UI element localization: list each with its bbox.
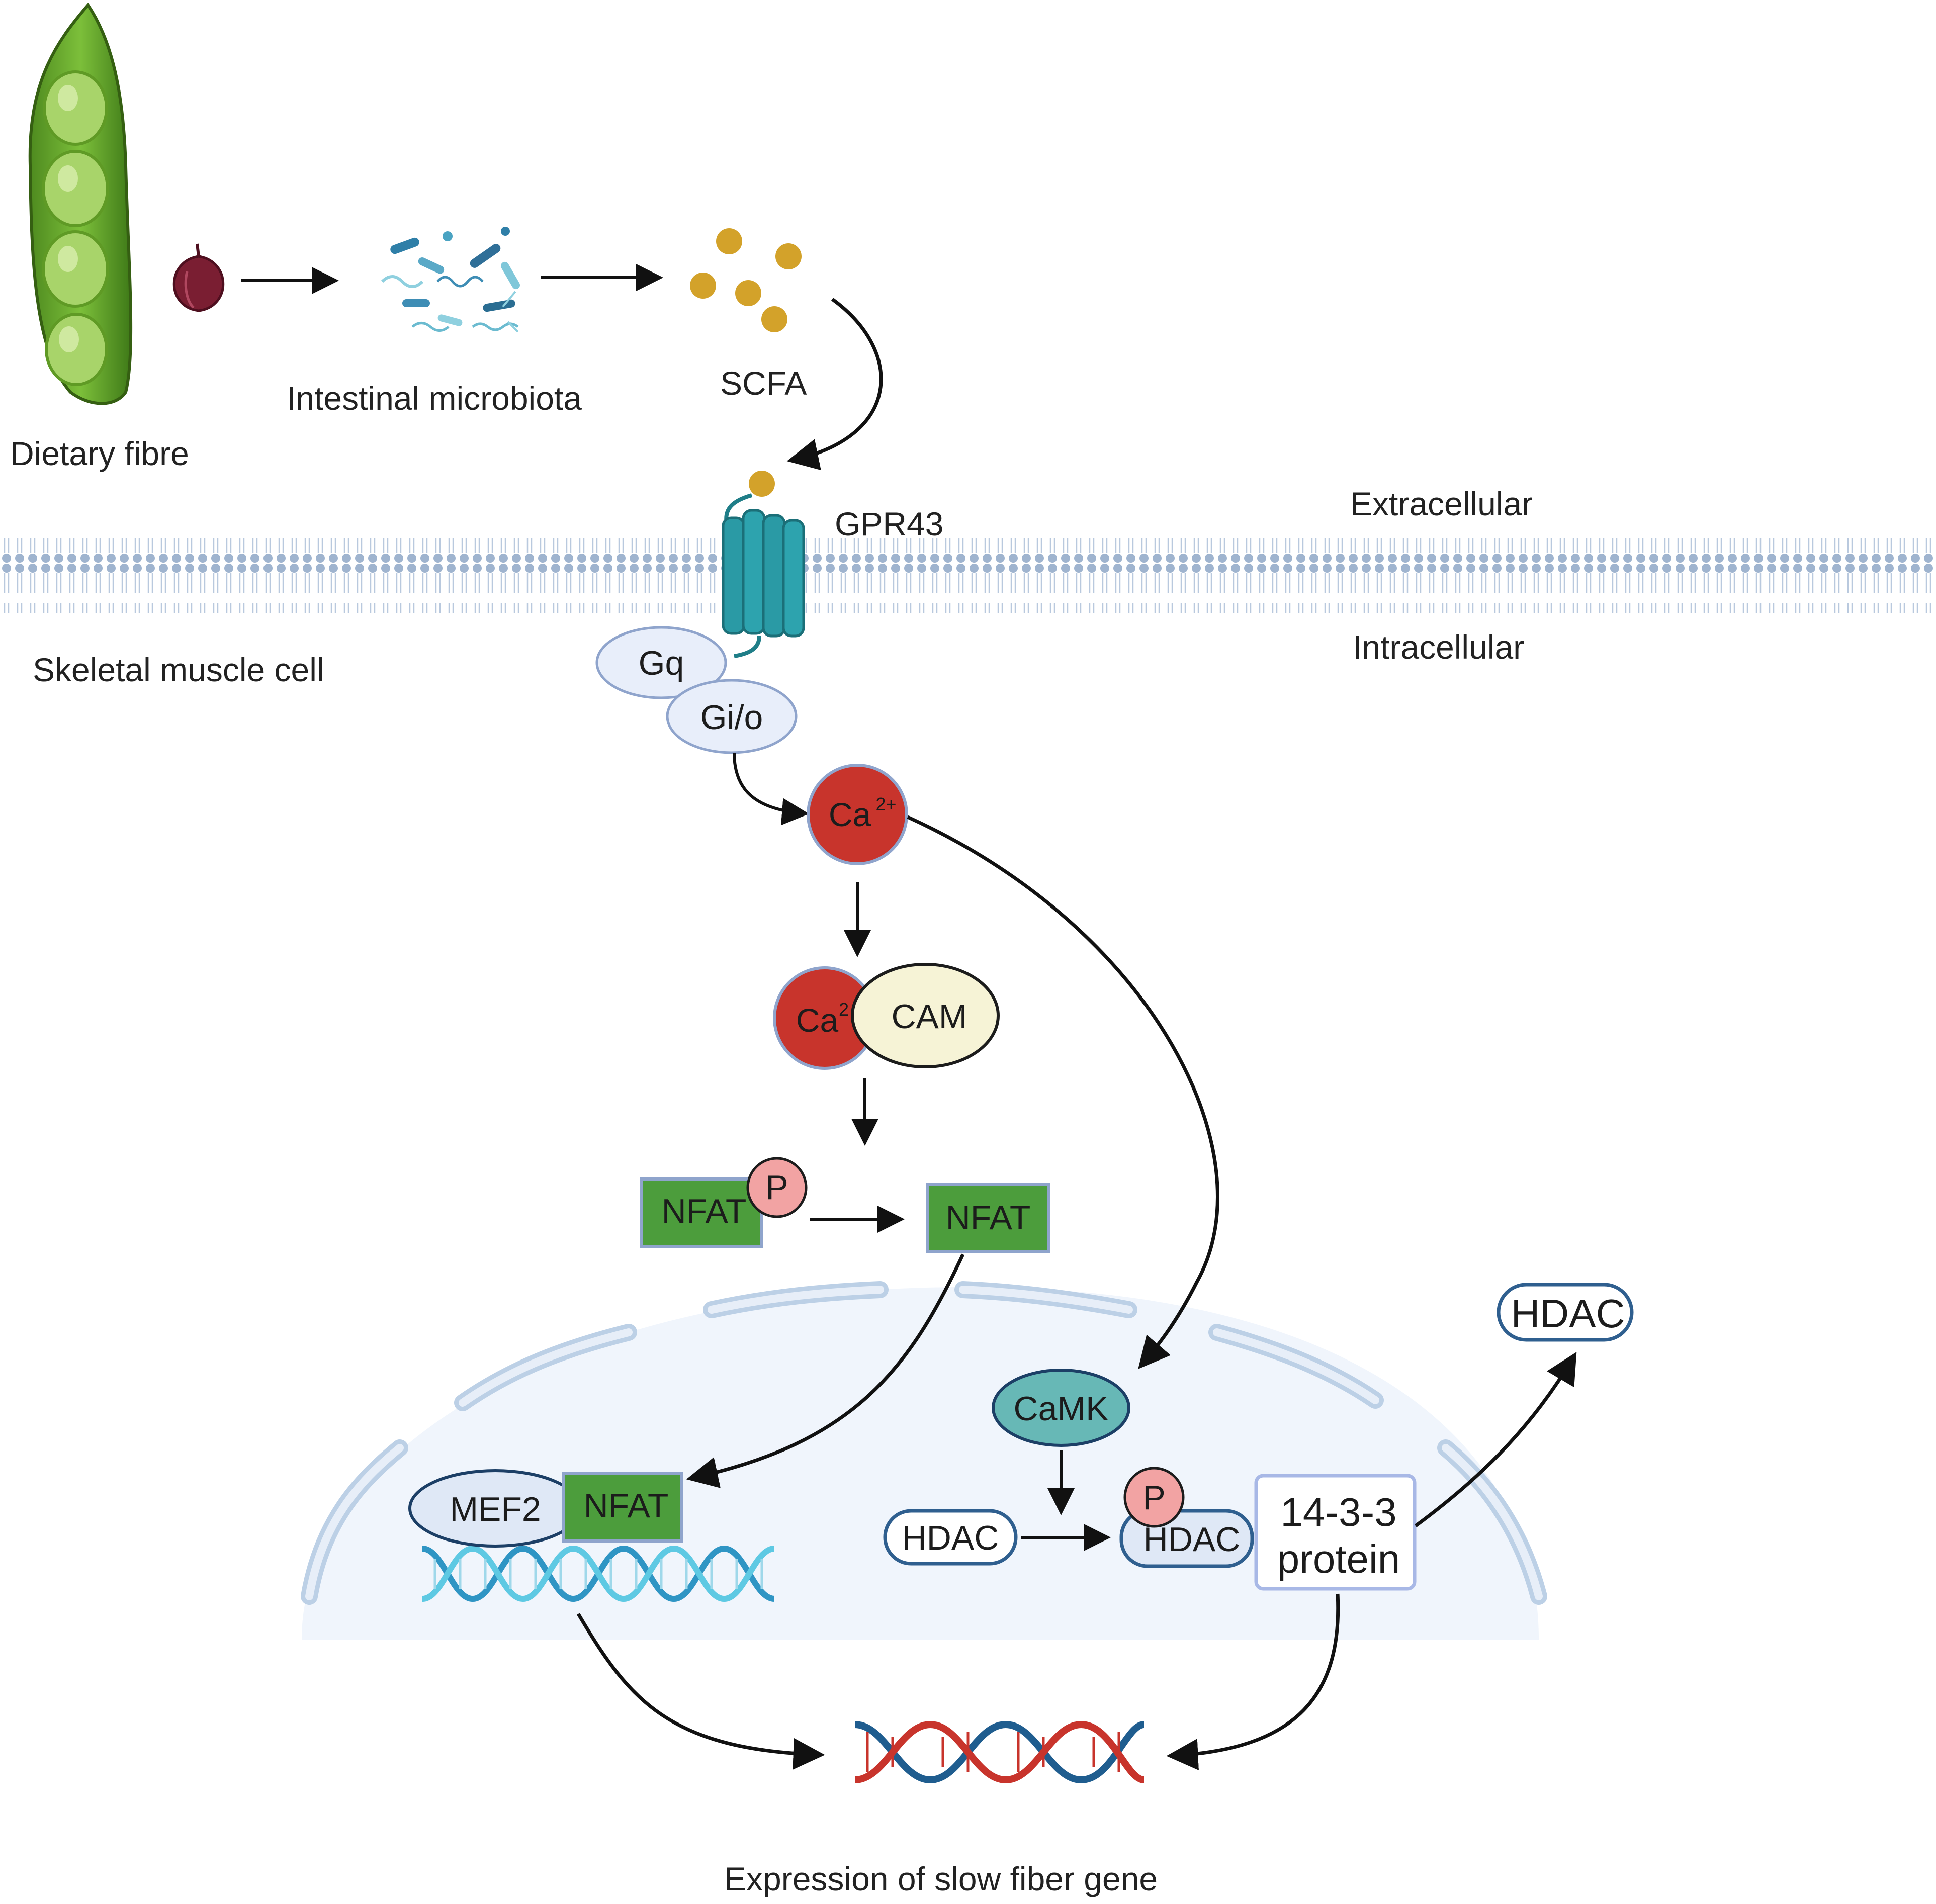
expression-label: Expression of slow fiber gene — [724, 1860, 1158, 1897]
pea-pod-icon — [28, 3, 133, 405]
nfat-nuclear-label: NFAT — [584, 1487, 669, 1525]
arrow-nfat-to-expression — [576, 1613, 825, 1770]
nfat-p-label: NFAT — [662, 1192, 747, 1230]
gpr43-receptor-icon — [722, 471, 805, 658]
ca-cam-complex: Ca 2 CAM — [773, 963, 1000, 1070]
nfat-nuclear: NFAT — [562, 1472, 683, 1543]
gq-protein: Gq — [595, 626, 727, 699]
nfat-phosphorylated: NFAT P — [640, 1157, 808, 1248]
calcium-ion: Ca 2+ — [807, 764, 908, 865]
arrow-hdac-export — [1414, 1351, 1577, 1527]
ca-cam-calcium-label: Ca — [796, 1002, 839, 1039]
protein-line1-label: 14-3-3 — [1280, 1490, 1396, 1534]
mef2-protein: MEF2 — [408, 1469, 582, 1548]
extracellular-label: Extracellular — [1350, 485, 1533, 522]
mef2-label: MEF2 — [450, 1490, 541, 1528]
hdac-out-label: HDAC — [1511, 1291, 1625, 1336]
hdac-phosphorylated: HDAC P — [1119, 1467, 1254, 1568]
gio-protein: Gi/o — [666, 679, 798, 754]
hdac-left-label: HDAC — [902, 1519, 999, 1557]
intestinal-microbiota-label: Intestinal microbiota — [287, 380, 582, 417]
hdac-phosphate-label: P — [1142, 1479, 1165, 1517]
gq-label: Gq — [639, 644, 684, 682]
gpr43-label: GPR43 — [835, 505, 943, 542]
gio-label: Gi/o — [700, 698, 763, 737]
calcium-label: Ca — [829, 796, 871, 833]
nfat-phosphate-label: P — [765, 1168, 788, 1207]
dna-helix-icon — [422, 1545, 775, 1602]
protein-14-3-3: 14-3-3 protein — [1254, 1474, 1417, 1591]
skeletal-muscle-cell-label: Skeletal muscle cell — [33, 651, 324, 688]
camk-label: CaMK — [1014, 1390, 1109, 1428]
arrow-calcium-to-camk — [907, 815, 1219, 1369]
cell-membrane — [0, 538, 1936, 613]
dietary-fibre-label: Dietary fibre — [10, 435, 189, 472]
scfa-label: SCFA — [720, 365, 807, 402]
nfat-label: NFAT — [946, 1199, 1031, 1237]
hdac-unphosphorylated: HDAC — [883, 1509, 1018, 1566]
arrow-nfat-to-nucleus — [686, 1253, 965, 1488]
arrow-gprotein-to-calcium — [733, 752, 809, 826]
ca-cam-charge-label: 2 — [839, 999, 849, 1020]
onion-icon — [172, 243, 225, 312]
slow-fiber-gene-dna-icon — [854, 1720, 1145, 1784]
calcium-charge-label: 2+ — [875, 794, 896, 814]
cam-label: CAM — [891, 998, 967, 1036]
protein-line2-label: protein — [1277, 1536, 1400, 1581]
arrow-protein-to-expression — [1166, 1593, 1340, 1770]
intracellular-label: Intracellular — [1353, 628, 1524, 666]
hdac-exported: HDAC — [1497, 1283, 1634, 1342]
arrow-scfa-to-gpr43 — [786, 298, 883, 471]
microbiota-icon — [381, 227, 520, 333]
camk-kinase: CaMK — [992, 1369, 1130, 1447]
nfat-active: NFAT — [926, 1183, 1050, 1253]
scfa-molecules — [690, 228, 802, 332]
